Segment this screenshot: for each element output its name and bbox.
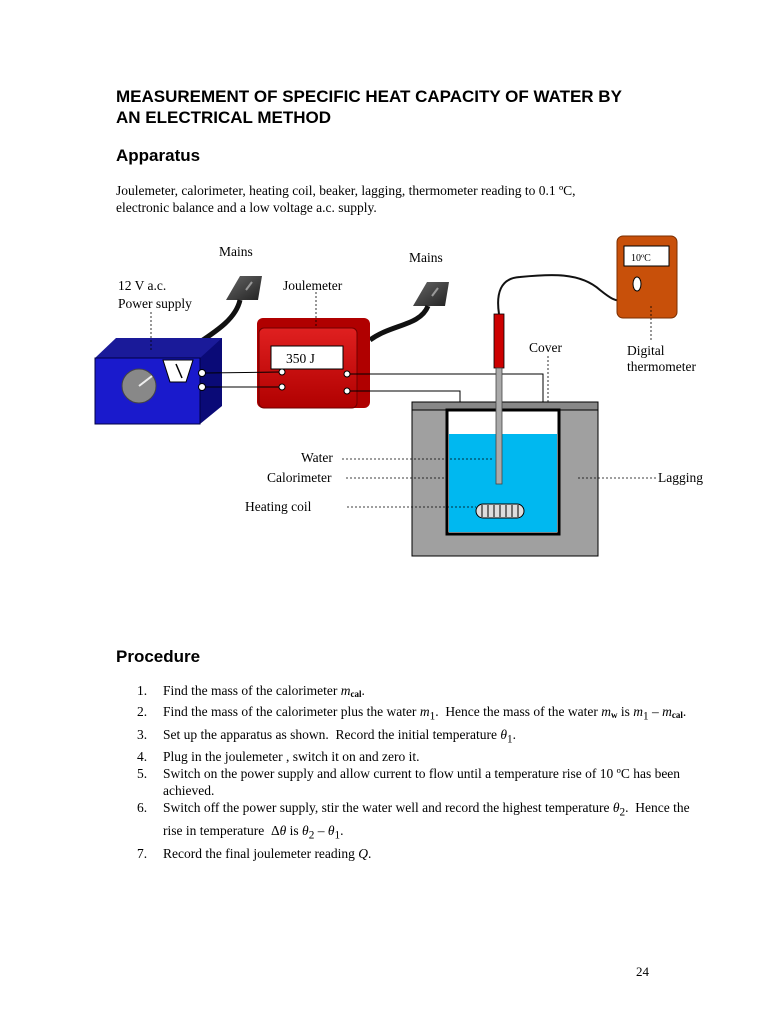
apparatus-diagram: 350 J <box>94 235 703 557</box>
label-power-supply-line2: Power supply <box>118 296 192 311</box>
thermometer-probe-handle <box>493 313 505 369</box>
label-joulemeter: Joulemeter <box>283 278 343 293</box>
step-number: 1. <box>137 683 148 698</box>
leader-lines <box>150 292 656 508</box>
title-line-1: MEASUREMENT OF SPECIFIC HEAT CAPACITY OF… <box>116 87 622 106</box>
step-text: Switch off the power supply, stir the wa… <box>163 800 690 842</box>
thermometer-probe-rod <box>495 367 503 485</box>
label-cover: Cover <box>529 340 562 355</box>
cable-left <box>198 299 243 345</box>
page-title: MEASUREMENT OF SPECIFIC HEAT CAPACITY OF… <box>116 86 716 128</box>
label-mains-right: Mains <box>409 250 443 265</box>
mains-plug-left <box>226 276 262 300</box>
terminal-ps-2 <box>198 383 206 391</box>
label-mains-left: Mains <box>219 244 253 259</box>
terminal-ps-1 <box>198 369 206 377</box>
apparatus-text-line-2: electronic balance and a low voltage a.c… <box>116 200 377 215</box>
label-heating-coil: Heating coil <box>245 499 312 514</box>
procedure-step: 1. Find the mass of the calorimeter mcal… <box>137 682 697 703</box>
power-supply-meter <box>162 359 194 383</box>
meter-needle <box>175 363 183 379</box>
label-digital-line2: thermometer <box>627 359 696 374</box>
label-water: Water <box>301 450 333 465</box>
apparatus-heading: Apparatus <box>116 146 201 165</box>
thermometer-button <box>632 276 642 292</box>
power-supply-top <box>95 338 222 358</box>
step-number: 3. <box>137 726 148 742</box>
probe-cable <box>497 274 623 315</box>
step-text: Switch on the power supply and allow cur… <box>163 766 681 799</box>
procedure-step: 2. Find the mass of the calorimeter plus… <box>137 703 697 726</box>
label-power-supply-line1: 12 V a.c. <box>118 278 166 293</box>
procedure-step: 7. Record the final joulemeter reading Q… <box>137 845 697 862</box>
thermometer-display-text: 10ºC <box>631 253 651 264</box>
procedure-heading: Procedure <box>116 647 201 666</box>
apparatus-text-line-1: Joulemeter, calorimeter, heating coil, b… <box>116 183 576 198</box>
wire-ps-jm-1 <box>205 371 280 374</box>
procedure-list: 1. Find the mass of the calorimeter mcal… <box>137 682 697 862</box>
title-line-2: AN ELECTRICAL METHOD <box>116 108 332 127</box>
apparatus-text: Joulemeter, calorimeter, heating coil, b… <box>116 182 676 216</box>
step-number: 7. <box>137 845 148 861</box>
step-text: Find the mass of the calorimeter mcal. <box>163 683 365 699</box>
step-number: 5. <box>137 766 148 782</box>
step-text: Plug in the joulemeter , switch it on an… <box>163 749 420 765</box>
dial-pointer <box>138 375 153 387</box>
step-text: Record the final joulemeter reading Q. <box>163 845 372 861</box>
cable-right <box>368 304 431 343</box>
joulemeter-display <box>270 345 344 370</box>
label-calorimeter: Calorimeter <box>267 470 332 485</box>
step-number: 6. <box>137 800 148 816</box>
mains-plug-right <box>413 282 449 306</box>
terminal-jm-1 <box>278 368 286 376</box>
procedure-step: 5. Switch on the power supply and allow … <box>137 765 697 799</box>
plug-pin-left <box>245 281 253 291</box>
label-digital-line1: Digital <box>627 343 665 358</box>
power-supply-side <box>200 338 222 424</box>
procedure-step: 6. Switch off the power supply, stir the… <box>137 799 697 844</box>
step-number: 2. <box>137 704 148 719</box>
terminal-jm-4 <box>343 387 351 395</box>
joulemeter-display-text: 350 J <box>286 351 315 366</box>
procedure-step: 3. Set up the apparatus as shown. Record… <box>137 726 697 749</box>
label-lagging: Lagging <box>658 470 703 485</box>
procedure-step: 4. Plug in the joulemeter , switch it on… <box>137 748 697 765</box>
page-number: 24 <box>636 964 649 979</box>
step-text: Set up the apparatus as shown. Record th… <box>163 726 517 746</box>
terminal-jm-2 <box>278 383 286 391</box>
thermometer-display <box>623 245 670 267</box>
heating-coil <box>475 503 525 519</box>
step-text: Find the mass of the calorimeter plus th… <box>163 704 687 723</box>
terminal-jm-3 <box>343 370 351 378</box>
step-number: 4. <box>137 749 148 765</box>
plug-pin-right <box>431 287 439 297</box>
